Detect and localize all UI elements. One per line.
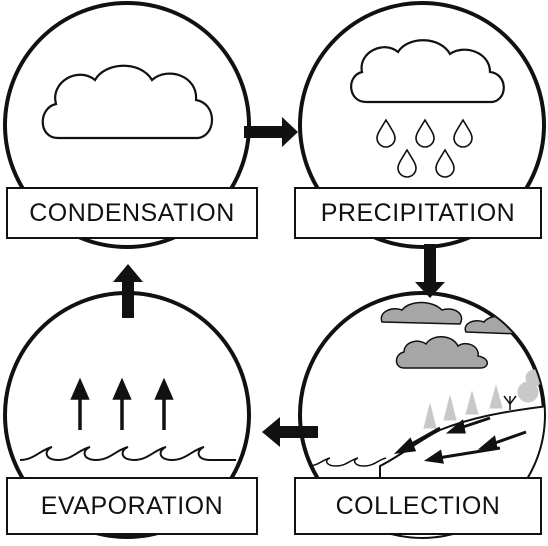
raindrops — [376, 118, 473, 178]
rising-vapor-arrows — [70, 377, 174, 430]
gray-cloud-icon — [380, 301, 463, 325]
precipitation-label: PRECIPITATION — [294, 187, 542, 239]
precipitation-stage — [298, 1, 546, 249]
raindrop-icon — [435, 148, 455, 178]
evaporation-label: EVAPORATION — [6, 477, 258, 535]
raindrop-icon — [376, 118, 396, 148]
condensation-label: CONDENSATION — [6, 187, 258, 239]
flow-arrows — [113, 117, 445, 447]
raindrop-icon — [453, 118, 473, 148]
arrow-down-left-icon — [445, 419, 466, 434]
runoff-arrows — [393, 416, 527, 464]
arrow-down-left-icon — [477, 435, 498, 450]
arrow-down-left-icon — [423, 449, 444, 464]
arrow-up-icon — [70, 377, 90, 400]
cloud-icon — [41, 64, 213, 140]
arrow-left-icon — [262, 417, 318, 447]
rain-cloud-icon — [350, 39, 505, 104]
arrow-up-icon — [112, 377, 132, 400]
arrow-right-icon — [244, 117, 298, 147]
arrow-down-left-icon — [393, 437, 417, 455]
arrow-up-icon — [154, 377, 174, 400]
raindrop-icon — [397, 148, 417, 178]
raindrop-icon — [415, 118, 435, 148]
gray-cloud-icon — [395, 336, 488, 369]
collection-label: COLLECTION — [294, 477, 542, 535]
small-waves-icon — [307, 457, 387, 467]
arrow-up-icon — [113, 264, 143, 318]
condensation-stage — [3, 1, 251, 249]
waves-icon — [19, 446, 236, 462]
evaporation-stage — [3, 291, 251, 539]
arrow-down-icon — [415, 244, 445, 298]
